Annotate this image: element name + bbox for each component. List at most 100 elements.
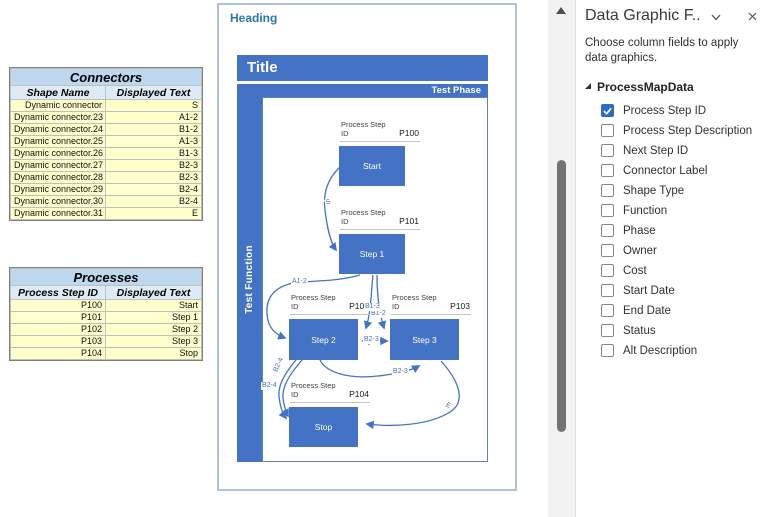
connector-label[interactable]: B2-3	[363, 336, 380, 344]
connector-b1-3[interactable]	[376, 274, 387, 330]
checkbox-function[interactable]	[601, 204, 614, 217]
table-cell: P104	[10, 347, 106, 360]
checkbox-connector-label[interactable]	[601, 164, 614, 177]
pane-header: Data Graphic F..	[585, 7, 760, 25]
connector-label[interactable]: B2-4	[261, 382, 278, 390]
connector-a1-2[interactable]	[266, 274, 361, 340]
checkbox-end-date[interactable]	[601, 304, 614, 317]
field-label: Process Step Description	[623, 124, 753, 137]
checkbox-process-step-description[interactable]	[601, 124, 614, 137]
scroll-thumb[interactable]	[557, 160, 566, 432]
checkbox-status[interactable]	[601, 324, 614, 337]
connector-b1-2[interactable]	[363, 274, 374, 330]
checkbox-owner[interactable]	[601, 244, 614, 257]
connector-label[interactable]: A1-2	[291, 278, 308, 286]
field-row-connector-label[interactable]: Connector Label	[601, 164, 760, 177]
scroll-up-button[interactable]	[556, 7, 566, 14]
tree-node-processmapdata[interactable]: ProcessMapData	[585, 80, 760, 94]
checkbox-process-step-id[interactable]	[601, 104, 614, 117]
column-header: Process Step ID	[10, 285, 106, 300]
field-row-next-step-id[interactable]: Next Step ID	[601, 144, 760, 157]
field-row-shape-type[interactable]: Shape Type	[601, 184, 760, 197]
connector-label[interactable]: B2-3	[392, 368, 409, 376]
process-shape-step-3[interactable]: Step 3	[390, 319, 459, 360]
data-graphic-underline	[391, 314, 471, 315]
field-label: Alt Description	[623, 344, 698, 357]
checkbox-next-step-id[interactable]	[601, 144, 614, 157]
field-label: Cost	[623, 264, 647, 277]
chevron-down-icon[interactable]	[710, 13, 722, 22]
process-shape-stop[interactable]: Stop	[289, 407, 358, 447]
table-cell: B2-4	[104, 183, 203, 196]
diagram-title-bar[interactable]: Title	[237, 55, 488, 81]
table-cell: P103	[10, 335, 106, 348]
connector-e[interactable]	[365, 360, 460, 430]
field-label: Next Step ID	[623, 144, 689, 157]
table-cell: Dynamic connector.24	[10, 123, 106, 136]
table-cell: Dynamic connector.26	[10, 147, 106, 160]
field-row-process-step-description[interactable]: Process Step Description	[601, 124, 760, 137]
table-cell: B1-3	[104, 147, 203, 160]
field-row-alt-description[interactable]: Alt Description	[601, 344, 760, 357]
checkbox-phase[interactable]	[601, 224, 614, 237]
table-cell: Dynamic connector.25	[10, 135, 106, 148]
data-graphic-underline	[290, 314, 370, 315]
field-row-phase[interactable]: Phase	[601, 224, 760, 237]
process-shape-step-1[interactable]: Step 1	[339, 234, 405, 274]
field-row-function[interactable]: Function	[601, 204, 760, 217]
field-label: Start Date	[623, 284, 675, 297]
table-cell: Start	[105, 299, 202, 312]
phase-bar[interactable]: Test Phase	[237, 84, 488, 97]
connector-b2-4-b[interactable]	[281, 359, 303, 418]
tree-node-label: ProcessMapData	[597, 80, 694, 94]
field-row-start-date[interactable]: Start Date	[601, 284, 760, 297]
table-cell: Stop	[105, 347, 202, 360]
data-graphic-fields-pane: Data Graphic F.. Choose column fields to…	[575, 0, 768, 517]
field-row-status[interactable]: Status	[601, 324, 760, 337]
checkbox-start-date[interactable]	[601, 284, 614, 297]
checkbox-cost[interactable]	[601, 264, 614, 277]
connector-b2-3-low[interactable]	[319, 359, 421, 378]
function-swimlane[interactable]: Test Function	[237, 97, 262, 462]
data-graphic-field-label: Process Step ID	[392, 293, 437, 311]
data-graphic-field-value: P102	[349, 301, 369, 311]
table-cell: Dynamic connector.29	[10, 183, 106, 196]
field-row-owner[interactable]: Owner	[601, 244, 760, 257]
vertical-scrollbar[interactable]	[548, 0, 575, 517]
column-header: Displayed Text	[104, 85, 203, 100]
table-cell: B2-3	[104, 159, 203, 172]
close-icon[interactable]	[747, 11, 758, 22]
connector-label[interactable]: B1-2	[370, 310, 387, 318]
checkbox-shape-type[interactable]	[601, 184, 614, 197]
process-shape-step-2[interactable]: Step 2	[289, 319, 358, 360]
field-row-process-step-id[interactable]: Process Step ID	[601, 104, 760, 117]
field-row-end-date[interactable]: End Date	[601, 304, 760, 317]
connector-s[interactable]	[323, 166, 341, 252]
field-row-cost[interactable]: Cost	[601, 264, 760, 277]
process-shape-start[interactable]: Start	[339, 146, 405, 186]
data-graphic-field-value: P103	[450, 301, 470, 311]
processes-table-title: Processes	[10, 268, 202, 286]
checkbox-alt-description[interactable]	[601, 344, 614, 357]
connector-label[interactable]: B1-3	[364, 303, 381, 311]
heading-text-shape[interactable]: Heading	[230, 11, 278, 25]
